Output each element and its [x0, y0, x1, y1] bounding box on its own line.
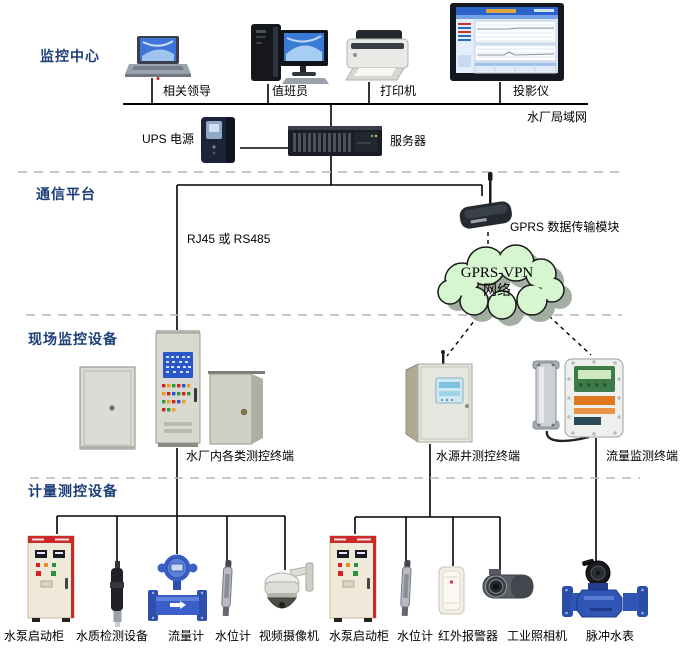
server-icon	[288, 126, 382, 156]
outdoor-cabinet-icon	[208, 371, 265, 445]
level-gauge-left-icon	[221, 560, 233, 617]
section-label-field-monitoring: 现场监控设备	[28, 331, 118, 347]
dome-camera-icon	[264, 562, 314, 609]
printer-icon	[345, 30, 409, 81]
cloud-label-line2: 网络	[483, 283, 511, 299]
label-ups: UPS 电源	[142, 132, 195, 146]
gprs-vpn-cloud-icon	[437, 244, 572, 326]
control-cabinet-icon	[155, 330, 201, 447]
gprs-router-icon	[459, 172, 512, 229]
flow-terminal-icon	[532, 358, 624, 443]
cloud-label-line1: GPRS-VPN	[460, 264, 534, 281]
label-flow-meter: 流量计	[168, 629, 205, 643]
wall-cabinet-icon	[79, 366, 136, 450]
label-ir-alarm: 红外报警器	[438, 629, 499, 643]
label-industrial-camera: 工业照相机	[507, 629, 568, 643]
label-pump-cabinet-left: 水泵启动柜	[4, 629, 65, 643]
label-plant-terminals: 水厂内各类测控终端	[186, 449, 295, 463]
label-video-camera: 视频摄像机	[259, 629, 320, 643]
desktop-computer-icon	[251, 24, 329, 84]
label-level-gauge-left: 水位计	[215, 629, 252, 643]
label-flow-terminal: 流量监测终端	[606, 449, 679, 463]
label-pulse-meter: 脉冲水表	[586, 629, 635, 643]
pump-cabinet-right-icon	[329, 535, 377, 622]
label-desktop: 值班员	[272, 84, 309, 98]
section-label-monitoring-center: 监控中心	[40, 48, 100, 64]
label-lan: 水厂局域网	[527, 110, 588, 124]
label-server: 服务器	[390, 134, 427, 148]
laptop-icon	[125, 36, 191, 80]
label-well-terminal: 水源井测控终端	[436, 449, 521, 463]
level-gauge-right-icon	[400, 560, 412, 617]
well-terminal-cabinet-icon	[405, 350, 473, 443]
ups-icon	[201, 117, 235, 163]
label-pump-cabinet-right: 水泵启动柜	[329, 629, 390, 643]
industrial-camera-icon	[482, 569, 534, 599]
section-label-metering-devices: 计量测控设备	[28, 483, 118, 499]
flow-meter-icon	[148, 554, 207, 621]
section-label-communication-platform: 通信平台	[36, 186, 96, 202]
label-link-type: RJ45 或 RS485	[187, 232, 271, 246]
label-projector: 投影仪	[513, 84, 550, 98]
label-gprs-module: GPRS 数据传输模块	[510, 220, 620, 234]
label-water-quality: 水质检测设备	[76, 629, 149, 643]
projector-display-icon	[450, 3, 564, 81]
pulse-water-meter-icon	[562, 558, 648, 618]
pump-cabinet-left-icon	[27, 535, 75, 622]
label-laptop: 相关领导	[163, 84, 212, 98]
cloud-label: GPRS-VPN 网络	[437, 255, 557, 309]
label-printer: 打印机	[380, 84, 417, 98]
label-level-gauge-right: 水位计	[397, 629, 434, 643]
water-quality-probe-icon	[110, 561, 124, 627]
ir-alarm-icon	[438, 566, 465, 615]
